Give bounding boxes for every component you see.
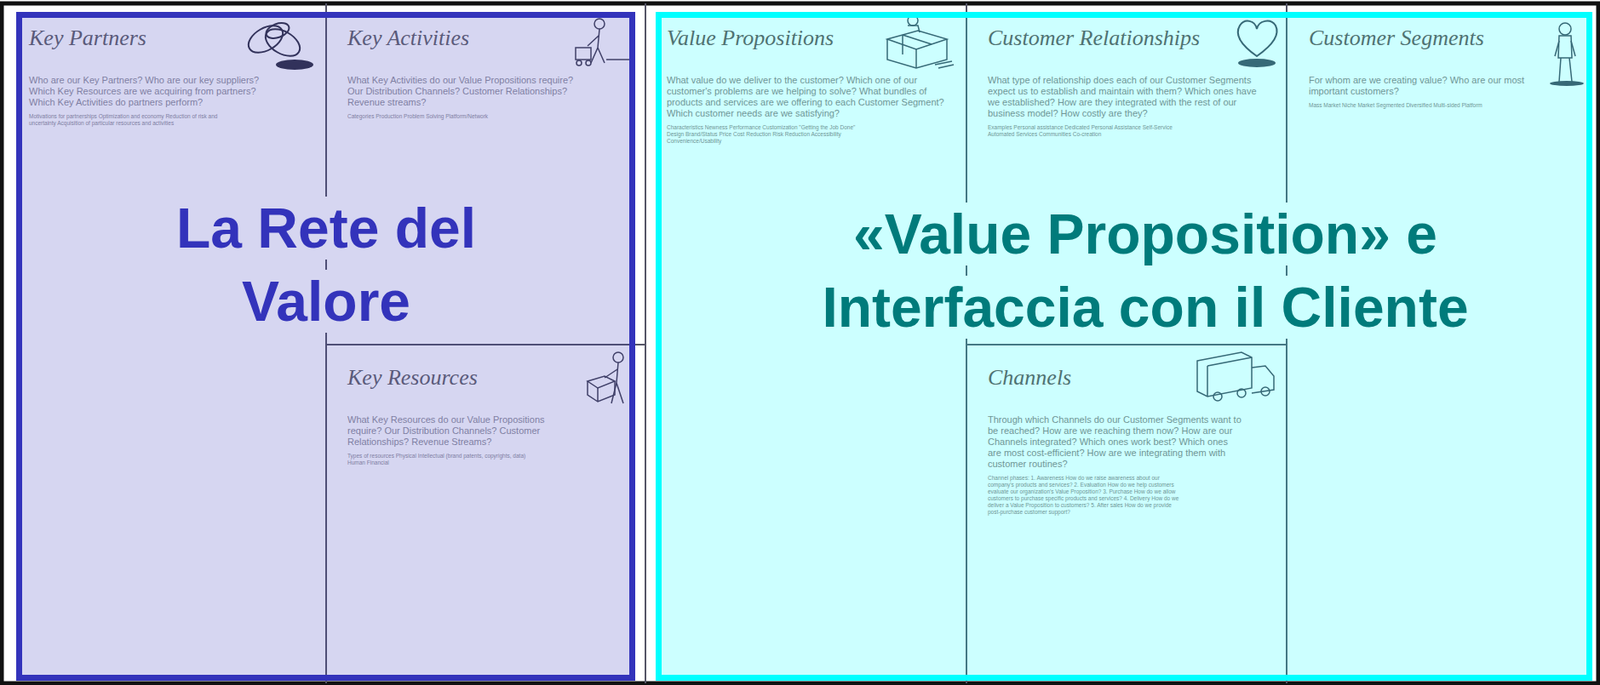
canvas-block: Key ResourcesWhat Key Resources do our V… [326,344,646,682]
block-questions: What Key Resources do our Value Proposit… [347,414,561,448]
block-questions: What value do we deliver to the customer… [666,74,948,120]
block-heading: Channels [987,365,1266,391]
block-heading: Customer Relationships [987,25,1266,52]
group-region: Value PropositionsWhat value do we deliv… [655,11,1593,682]
block-examples: Examples Personal assistance Dedicated P… [987,124,1184,138]
block-heading: Value Propositions [666,25,946,52]
region-title-text: «Value Proposition» e Interfaccia con il… [818,202,1472,339]
block-questions: What Key Activities do our Value Proposi… [347,74,582,109]
block-questions: For whom are we creating value? Who are … [1308,74,1531,98]
block-heading: Customer Segments [1308,25,1575,52]
block-examples: Categories Production Problem Solving Pl… [347,113,544,121]
block-examples: Motivations for partnerships Optimizatio… [28,113,225,127]
block-questions: Who are our Key Partners? Who are our ke… [28,74,285,109]
region-title: «Value Proposition» e Interfaccia con il… [723,197,1567,345]
canvas-block: ChannelsThrough which Channels do our Cu… [966,344,1287,682]
block-examples: Types of resources Physical Intellectual… [347,453,544,467]
block-questions: Through which Channels do our Customer S… [987,414,1244,471]
block-heading: Key Activities [347,25,625,52]
region-title: La Rete del Valore [119,191,534,339]
block-heading: Key Partners [28,25,304,52]
canvas-block: Value PropositionsWhat value do we deliv… [645,5,967,682]
group-region: Key PartnersWho are our Key Partners? Wh… [16,11,636,682]
region-title-text: La Rete del Valore [172,196,480,333]
block-examples: Characteristics Newness Performance Cust… [666,124,863,145]
canvas-block: Key PartnersWho are our Key Partners? Wh… [6,5,327,682]
block-questions: What type of relationship does each of o… [987,74,1261,120]
block-examples: Mass Market Niche Market Segmented Diver… [1308,102,1505,109]
block-examples: Channel phases: 1. Awareness How do we r… [987,475,1184,517]
outer-frame [1,3,1599,684]
canvas-block: Customer SegmentsFor whom are we creatin… [1286,5,1597,682]
block-heading: Key Resources [347,365,625,391]
